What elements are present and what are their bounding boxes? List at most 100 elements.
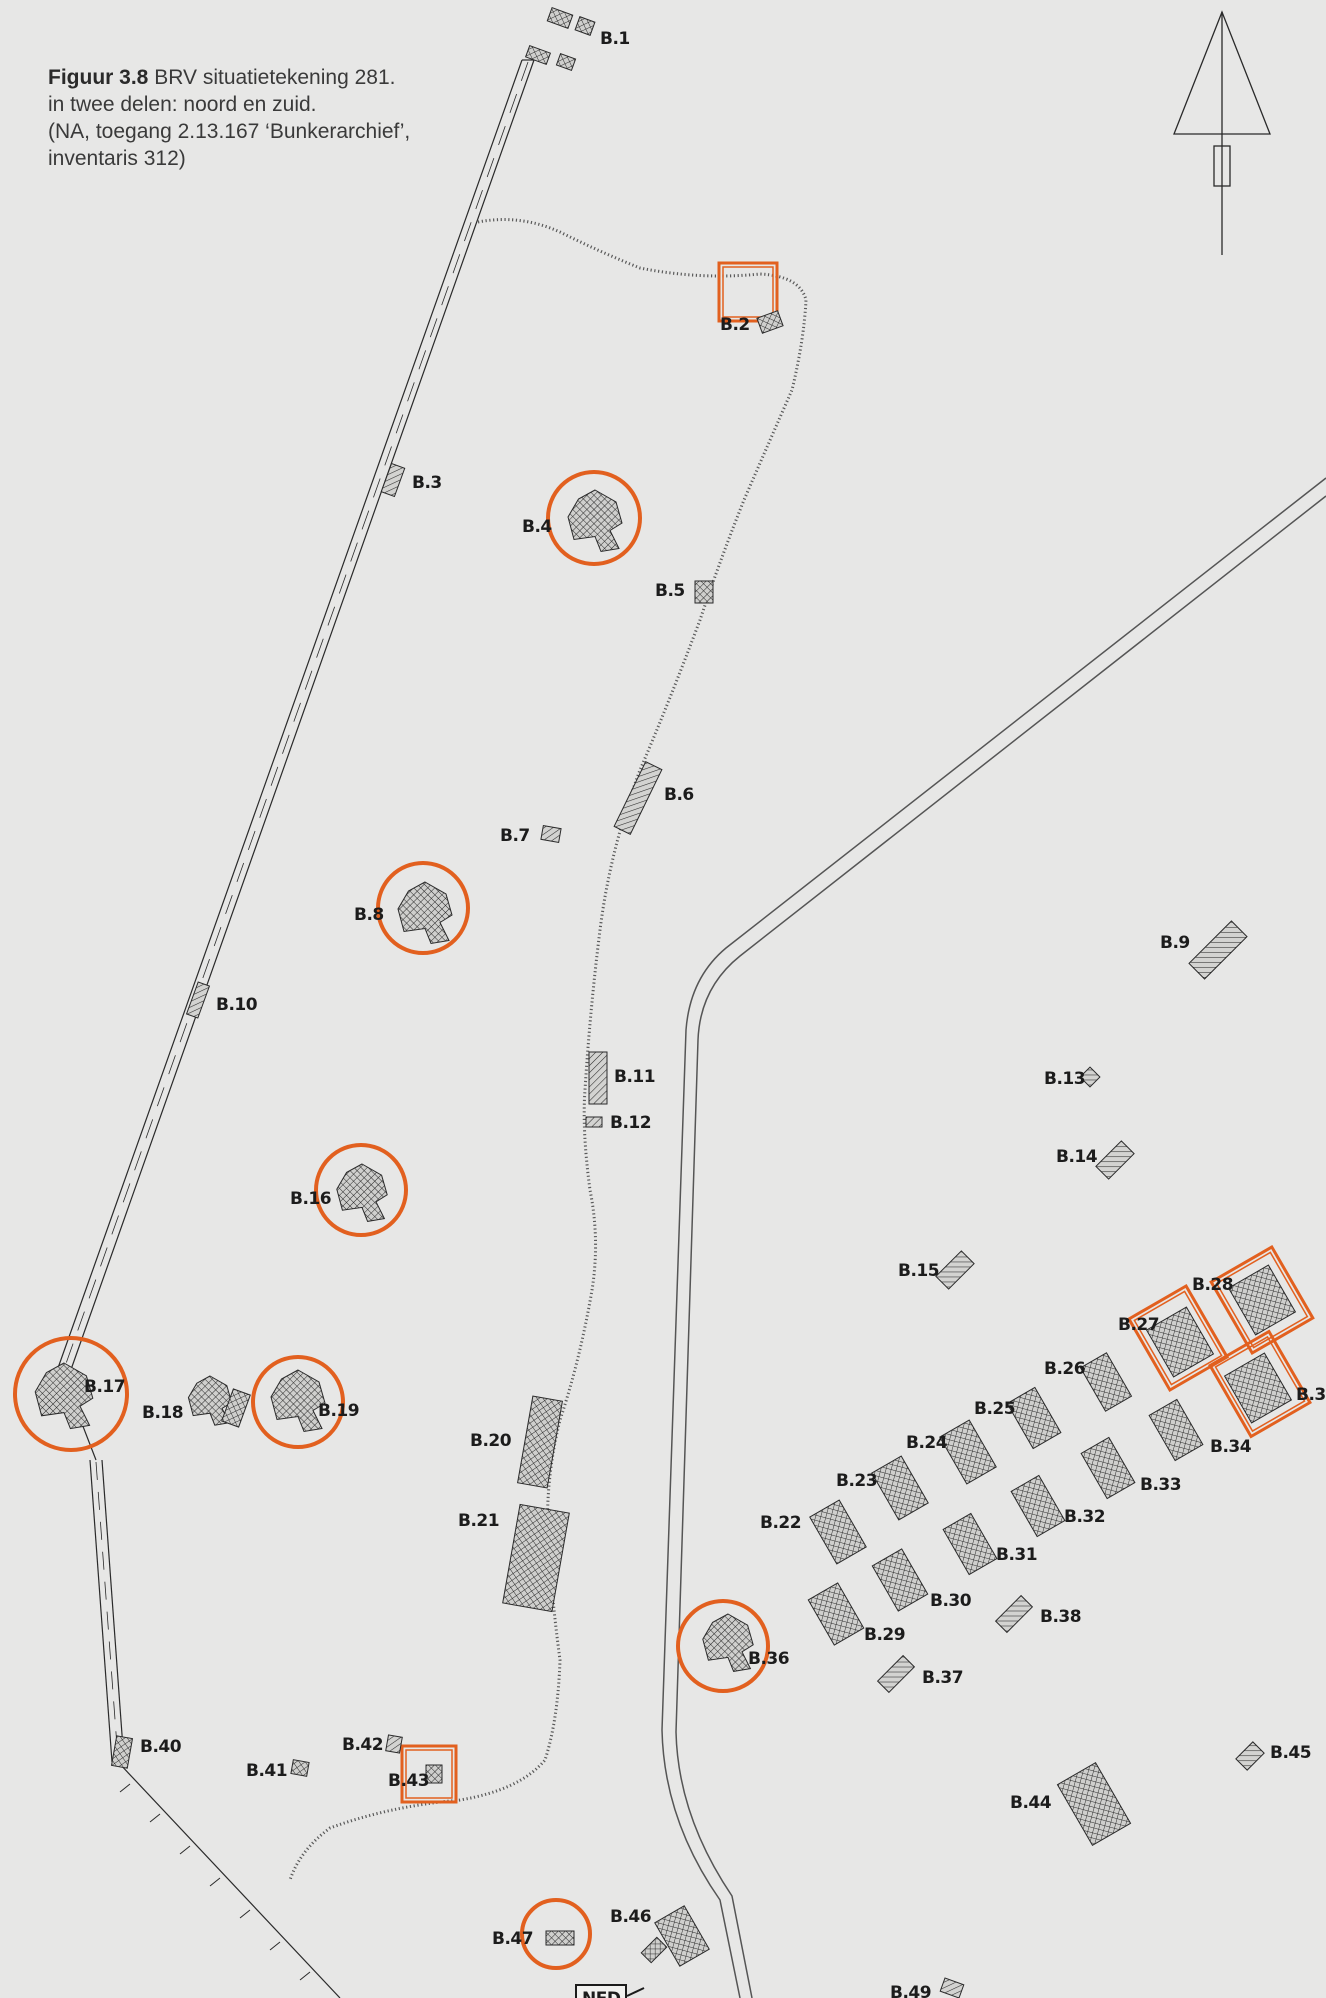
figure-caption: Figuur 3.8 BRV situatietekening 281. in … — [48, 64, 468, 172]
bunker-label-b1: B.1 — [600, 29, 630, 49]
bunker-label-b16: B.16 — [290, 1189, 331, 1209]
bunker-label-b5: B.5 — [655, 581, 685, 601]
highlight-square — [1208, 1329, 1312, 1439]
bunker-b11 — [588, 1051, 608, 1105]
bunker-b20 — [517, 1395, 563, 1489]
bunker-b16 — [336, 1163, 388, 1222]
bunker-shape — [585, 1116, 603, 1128]
bunker-label-b3: B.3 — [412, 473, 442, 493]
bunker-label-b34: B.34 — [1210, 1437, 1252, 1457]
bunker-shape — [694, 580, 714, 604]
bunker-label-b45: B.45 — [1270, 1743, 1311, 1763]
bunker-shape — [1095, 1140, 1135, 1180]
bunker-b26 — [1079, 1352, 1133, 1412]
bunker-b32 — [1010, 1474, 1066, 1538]
bunker-label-b22: B.22 — [760, 1513, 801, 1533]
bunker-b19 — [270, 1369, 326, 1433]
bunker-shape — [34, 1362, 94, 1430]
bunker-shape — [397, 881, 453, 945]
bunker-shape — [871, 1548, 929, 1612]
highlight-circle — [251, 1355, 345, 1449]
bunker-b36 — [702, 1613, 754, 1672]
bunker-shape — [380, 462, 406, 498]
bunker-shape — [425, 1764, 443, 1784]
bunker-label-b43: B.43 — [388, 1771, 429, 1791]
bunker-b45 — [1235, 1741, 1265, 1771]
bunker-shape — [185, 981, 211, 1019]
bunker-shape — [871, 1455, 929, 1521]
highlight-square — [717, 261, 779, 323]
bunker-shape — [935, 1250, 975, 1290]
bunker-b43 — [425, 1764, 443, 1784]
bunker-b25 — [1006, 1386, 1062, 1450]
bunker-b18 — [187, 1375, 251, 1428]
bunker-label-b20: B.20 — [470, 1431, 512, 1451]
highlight-square — [1209, 1244, 1315, 1356]
bunker-label-b40: B.40 — [140, 1737, 182, 1757]
bunker-shape — [1079, 1352, 1133, 1412]
bunker-b17 — [34, 1362, 94, 1430]
bunker-label-b42: B.42 — [342, 1735, 383, 1755]
bunker-shape — [807, 1582, 865, 1646]
bunker-b37 — [876, 1654, 916, 1694]
bunker-label-b23: B.23 — [836, 1471, 877, 1491]
bunker-shape — [1145, 1306, 1215, 1378]
north-arrow-icon — [1173, 10, 1271, 255]
highlight-square — [1126, 1283, 1230, 1393]
bunker-label-b33: B.33 — [1140, 1475, 1181, 1495]
bunker-b5 — [694, 580, 714, 604]
bunker-b27 — [1145, 1306, 1215, 1378]
bunker-b38 — [994, 1594, 1034, 1634]
bunker-label-b2: B.2 — [720, 315, 750, 335]
bunker-shape — [1079, 1066, 1101, 1088]
bunker-b40 — [110, 1735, 134, 1769]
bunker-shape — [640, 1936, 668, 1964]
bunker-b6 — [613, 761, 663, 835]
bunker-label-b47: B.47 — [492, 1929, 533, 1949]
bunker-b2 — [756, 310, 784, 334]
bunker-shape — [1056, 1762, 1132, 1846]
bunker-b30 — [871, 1548, 929, 1612]
bunker-shape — [110, 1735, 134, 1769]
bunker-b9 — [1188, 920, 1248, 980]
road — [661, 477, 1326, 1998]
bunker-shape — [555, 52, 577, 72]
bunker-b21 — [502, 1503, 570, 1613]
bunker-b4 — [567, 489, 623, 553]
bunker-b46 — [640, 1905, 710, 1967]
bunker-b14 — [1095, 1140, 1135, 1180]
bunker-label-b38: B.38 — [1040, 1607, 1081, 1627]
bunker-b49 — [939, 1977, 965, 1998]
highlight-circle — [520, 1898, 592, 1970]
bunker-shape — [702, 1613, 754, 1672]
bunker-b35 — [1223, 1352, 1293, 1424]
highlight-circle — [13, 1336, 129, 1452]
bunker-b1 — [524, 7, 596, 72]
bunker-b22 — [809, 1499, 867, 1565]
bunker-label-b49: B.49 — [890, 1983, 931, 1998]
bunker-label-b15: B.15 — [898, 1261, 939, 1281]
bunker-label-b46: B.46 — [610, 1907, 651, 1927]
bunker-shape — [1006, 1386, 1062, 1450]
bunker-b41 — [290, 1759, 310, 1777]
bunker-label-b28: B.28 — [1192, 1275, 1233, 1295]
bunker-shape — [942, 1512, 998, 1576]
bunker-label-b31: B.31 — [996, 1545, 1037, 1565]
bunker-shape — [613, 761, 663, 835]
ned-marker-label: NED. — [582, 1989, 626, 1998]
bunker-label-b27: B.27 — [1118, 1315, 1159, 1335]
bunker-b44 — [1056, 1762, 1132, 1846]
bunker-label-b14: B.14 — [1056, 1147, 1098, 1167]
terrain-outline — [288, 218, 808, 1881]
bunker-shape — [567, 489, 623, 553]
bunker-shape — [517, 1395, 563, 1489]
bunker-label-b11: B.11 — [614, 1067, 655, 1087]
ned-marker: NED. — [575, 1984, 645, 1998]
bunker-shape — [756, 310, 784, 334]
bunker-label-b44: B.44 — [1010, 1793, 1052, 1813]
bunker-b42 — [385, 1734, 403, 1754]
bunker-b31 — [942, 1512, 998, 1576]
bunker-shape — [336, 1163, 388, 1222]
bunker-b15 — [935, 1250, 975, 1290]
bunker-label-b26: B.26 — [1044, 1359, 1085, 1379]
